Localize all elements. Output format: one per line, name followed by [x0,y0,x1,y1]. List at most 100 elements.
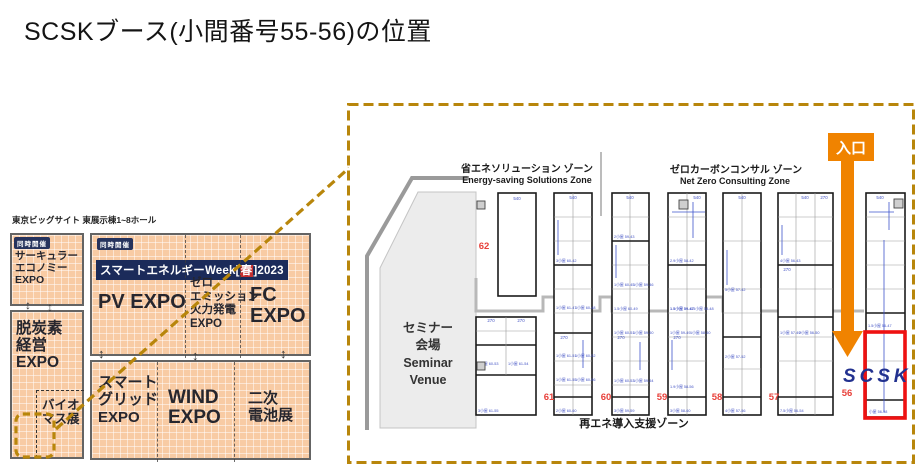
dim-label: 540 [626,195,634,200]
pillar-icon [476,361,486,371]
biomass-divider [36,390,84,391]
booth-label: 1小屋 61-47 [556,305,576,310]
booth-label: 4小屋 56-43 [780,258,800,263]
booth-block: 540 270 270 4小屋 56-43 1小屋 57-49 2小屋 56-5… [777,192,834,416]
venue-wall-outer [365,176,469,430]
booth-block: 540 270 2小屋 59-43 1小屋 60-45 1小屋 59-46 1.… [611,192,653,416]
hall-upper-block: 同時開催 スマートエネルギーWeek[春]2023 PV EXPO ゼロ エミッ… [90,233,311,358]
booth-label: 1.5小屋 59-47 [670,306,694,311]
aisle-number: 62 [479,241,490,252]
dim-label: 270 [783,267,791,272]
seminar-venue-label: Venue [410,373,447,387]
booth-label: 2小屋 59-43 [614,234,634,239]
hall-label-line: 電池展 [248,407,294,425]
booth-label: 1.9小屋 58-56 [670,384,694,389]
booth-label: 1小屋 60-51 [614,330,634,335]
zone-energy-saving-en: Energy-saving Solutions Zone [462,175,592,185]
hall-label-line: 火力発電 [190,304,236,317]
booth-label: 1小屋 61-54 [508,361,528,366]
scsk-logo: SCSK [843,366,909,387]
dim-label: 270 [617,335,625,340]
booth-label: 1小屋 59-46 [633,282,653,287]
hall-label-line: ゼロ [190,277,213,289]
dim-label: 540 [738,195,746,200]
zone-separator [234,362,235,462]
pillar-icon [476,200,486,210]
dim-label: 540 [693,195,701,200]
booth-label: 1小屋 59-49 [670,330,690,335]
entrance-arrow-shaft [841,161,854,331]
booth-label: 5小屋 57-42 [725,287,745,292]
seminar-venue-label: 会場 [415,337,441,352]
hall-label-line: EXPO [16,354,60,372]
booth-label: 4小屋 57-56 [725,408,745,413]
entrance-label: 入口 [836,140,866,157]
banner-year: 2023 [257,265,284,277]
callout-frame [347,103,915,464]
aisle-number: 60 [601,392,612,403]
hall-label-line: EXPO [190,317,222,330]
booth-label: 1.5小屋 58-48 [690,306,714,311]
booth-block-scsk: 540 1.5小屋 56-47 小屋 56-58 [865,192,906,418]
hall-label-line: サーキュラー [15,250,78,262]
banner-prefix: スマートエネルギーWeek [100,265,236,277]
booth-label: 1小屋 60-45 [614,282,634,287]
booth-label: 3小屋 61-55 [478,408,498,413]
dim-label: 270 [517,318,525,323]
aisle-number: 58 [712,392,723,403]
aisle-number: 59 [657,392,668,403]
booth-block [497,192,537,297]
hall-label-line: エコノミー [15,261,68,274]
hall-label-line: 脱炭素 [16,320,63,337]
booth-label: 小屋 56-58 [869,409,887,414]
connection-arrow-icon: ↕ [25,298,31,312]
booth-label: 2小屋 57-52 [725,354,745,359]
hall-label-line: FC [250,284,277,306]
hall-label-line: 経営 [16,337,48,355]
dim-label: 540 [876,195,884,200]
booth-label: 1小屋 60-48 [575,305,595,310]
dim-label: 270 [560,335,568,340]
booth-block: 540 5小屋 57-42 2小屋 57-52 4小屋 57-56 [722,192,762,416]
venue-caption: 東京ビッグサイト 東展示棟1~8ホール [12,215,157,225]
zone-renewable-label: 再エネ導入支援ゾーン [579,416,688,430]
booth-label: 1小屋 60-52 [575,353,595,358]
overview-map: 東京ビッグサイト 東展示棟1~8ホール 同時開催 サーキュラー エコノミー EX… [10,214,312,462]
booth-label: 1.5小屋 60-49 [614,306,638,311]
booth-label: 1小屋 59-50 [633,330,653,335]
banner-season: 春 [239,265,254,277]
booth-label: 1小屋 57-49 [780,330,800,335]
hall-label-line: EXPO [250,305,306,327]
hall-label-line: EXPO [15,273,45,286]
biomass-divider [36,390,37,458]
hall-decarbonization: 脱炭素 経営 EXPO バイオ マス展 [10,310,84,459]
hall-pv-expo: PV EXPO [98,291,186,313]
aisle-number: 57 [769,392,780,403]
scsk-booth-box [863,330,907,420]
booth-label: 3小屋 58-60 [670,408,690,413]
hall-label-line: グリッド [98,391,159,409]
booth-block: 540 270 3小屋 60-42 1小屋 61-47 1小屋 60-48 1小… [553,192,595,416]
hall-lower-block: スマート グリッド EXPO WIND EXPO 二次 電池展 [90,360,311,462]
seminar-venue-label: セミナー [403,321,453,335]
hall-label-line: エミッション [190,290,259,303]
booth-label: 1小屋 60-56 [575,377,595,382]
booth-label: 1小屋 60-53 [478,361,498,366]
zone-netzero-jp: ゼロカーボンコンサル ゾーン [670,163,802,176]
zone-netzero-en: Net Zero Consulting Zone [680,176,790,186]
booth-label: 7.5小屋 56-54 [780,408,804,413]
entrance-badge [828,133,874,161]
dim-label: 540 [569,195,577,200]
seminar-venue-area [379,191,477,429]
hall-label-line: バイオ [42,398,80,412]
booth-label: 1.5小屋 56-47 [868,323,892,328]
booth-label: 1小屋 61-51 [556,353,576,358]
zone-energy-saving-jp: 省エネソリューション ゾーン [460,162,593,175]
booth-label: 3小屋 59-59 [614,408,634,413]
booth-label: 1小屋 60-53 [614,378,634,383]
hall-label-line: マス展 [42,412,80,426]
hall-label-line: EXPO [98,408,140,426]
dim-label: 270 [673,335,681,340]
dim-label: 270 [487,318,495,323]
connection-arrow-icon: ↕ [98,346,105,361]
